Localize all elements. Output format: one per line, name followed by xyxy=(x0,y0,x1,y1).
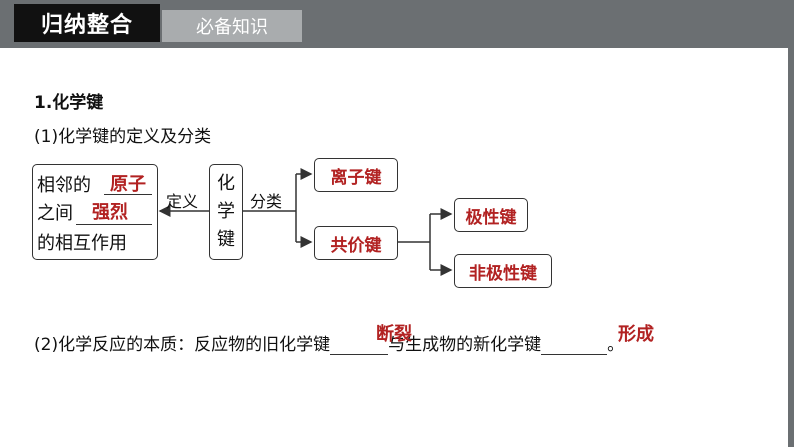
definition-line3: 的相互作用 xyxy=(37,233,127,254)
answer-form: 形成 xyxy=(618,324,654,345)
essence-suffix: 。 xyxy=(607,335,625,355)
header-bar: 归纳整合 必备知识 xyxy=(0,0,794,48)
blank-1 xyxy=(330,336,389,355)
center-char-2: 学 xyxy=(217,201,235,222)
nonpolar-bond-box: 非极性键 xyxy=(454,254,552,288)
definition-line2: 之间 xyxy=(37,203,73,224)
answer-underline-2 xyxy=(76,224,152,225)
blank-2 xyxy=(541,336,608,355)
definition-line1: 相邻的 xyxy=(37,175,91,196)
essence-middle: 与生成物的新化学键 xyxy=(388,335,542,355)
tab-summary[interactable]: 归纳整合 xyxy=(14,4,160,42)
chemical-bond-box: 化 学 键 xyxy=(209,164,243,260)
answer-strong: 强烈 xyxy=(92,202,128,223)
definition-box: 相邻的 之间 的相互作用 xyxy=(32,164,158,260)
polar-bond-box: 极性键 xyxy=(454,198,528,232)
right-border xyxy=(788,48,794,447)
label-classify: 分类 xyxy=(250,192,283,211)
essence-statement: (2)化学反应的本质：反应物的旧化学键 与生成物的新化学键 。 xyxy=(34,330,624,355)
answer-atom: 原子 xyxy=(110,174,146,195)
essence-prefix: (2)化学反应的本质：反应物的旧化学键 xyxy=(34,335,331,355)
tab-knowledge[interactable]: 必备知识 xyxy=(162,10,302,42)
answer-underline-1 xyxy=(104,194,152,195)
label-define: 定义 xyxy=(166,192,199,211)
sub-heading: (1)化学键的定义及分类 xyxy=(34,127,212,147)
center-char-1: 化 xyxy=(217,173,235,194)
ionic-bond-box: 离子键 xyxy=(314,158,398,192)
center-char-3: 键 xyxy=(217,229,235,250)
answer-break: 断裂 xyxy=(376,324,412,345)
section-heading: 1.化学键 xyxy=(34,93,104,113)
covalent-bond-box: 共价键 xyxy=(314,226,398,260)
